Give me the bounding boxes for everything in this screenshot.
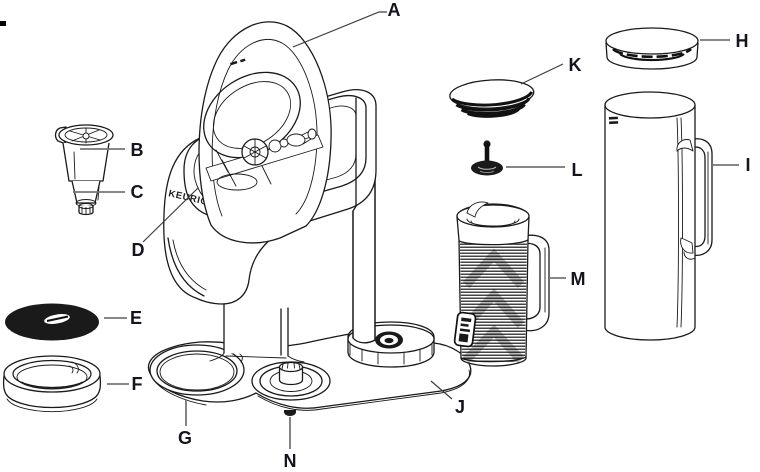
frother-drawing — [453, 201, 550, 367]
part-label-j: J — [454, 397, 466, 417]
reservoir-drawing — [604, 91, 713, 341]
lid-part-drawing — [198, 21, 332, 244]
whisk-drawing — [471, 140, 503, 176]
part-label-g: G — [177, 428, 193, 448]
page-margin-mark — [0, 21, 6, 26]
part-label-l: L — [571, 160, 583, 180]
leader-line-j — [430, 380, 453, 400]
leader-line-k — [520, 63, 564, 85]
part-label-b: B — [130, 140, 144, 160]
part-label-h: H — [735, 31, 749, 51]
part-label-f: F — [131, 374, 143, 394]
part-label-k: K — [568, 55, 582, 75]
part-label-m: M — [570, 269, 586, 289]
part-label-c: C — [130, 182, 144, 202]
leader-line-a — [292, 11, 387, 48]
base-screw-nub-drawing — [284, 410, 296, 416]
pod-holder-drawing — [54, 124, 114, 216]
drip-tray-drawing — [2, 355, 102, 413]
base-plate-drawing — [147, 321, 472, 416]
part-label-d: D — [131, 240, 145, 260]
part-label-a: A — [387, 0, 401, 20]
frother-inner-lid-drawing — [449, 79, 535, 118]
part-label-i: I — [745, 155, 751, 175]
reservoir-lid-drawing — [605, 27, 699, 70]
part-label-e: E — [129, 308, 143, 328]
drip-plate-drawing — [5, 303, 99, 342]
part-label-n: N — [283, 451, 297, 471]
leader-lines — [73, 11, 739, 449]
leader-line-d — [142, 187, 199, 243]
brew-mechanism-drawing — [205, 128, 324, 191]
base-valve-drawing — [251, 361, 331, 401]
